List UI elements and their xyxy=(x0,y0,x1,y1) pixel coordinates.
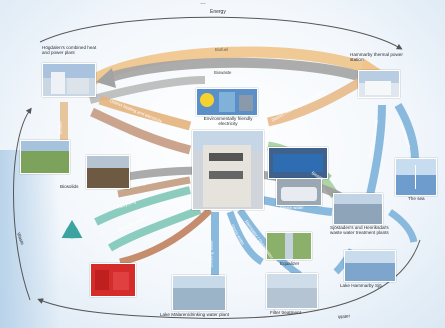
sjostaden-label: Sjöstaden's and Henriksdal's waste water… xyxy=(330,225,389,236)
equalizer-label: Equalizer xyxy=(280,261,300,266)
district-heating-arrow xyxy=(106,57,372,85)
energy-sources-photo xyxy=(196,88,258,116)
biogas-label: Biogas xyxy=(286,140,300,145)
car-photo xyxy=(276,178,322,206)
lake-malaren-photo xyxy=(172,275,226,311)
building-photo xyxy=(192,130,264,210)
the-sea-label: The sea xyxy=(408,196,425,201)
energy-label: Energy xyxy=(210,9,226,15)
recycling-bins-photo xyxy=(90,263,136,297)
top-partial-label: … xyxy=(200,0,206,6)
equalizer-photo xyxy=(266,232,312,260)
biosolids-photo xyxy=(86,155,130,189)
rust-arrow xyxy=(119,207,213,266)
combustible-waste-arrow xyxy=(90,107,192,155)
biofuel-top-label: Biofuel xyxy=(215,47,229,52)
hammarby-label: Hammarby thermal power station xyxy=(350,52,403,63)
biofuel-left-label: Biofuel xyxy=(57,121,63,135)
recycling-arrow-2 xyxy=(107,206,202,252)
waste-water-arrow xyxy=(261,196,333,216)
hogdalen-photo xyxy=(42,63,96,97)
lake-hammarby-label: Lake Hammarby Sjö xyxy=(340,283,382,288)
lake-hammarby-photo xyxy=(344,250,396,282)
filter-treatment-label: Filter treatment xyxy=(270,310,301,315)
lake-malaren-label: Lake Mälaren/drinking water plant xyxy=(160,312,229,317)
waste-water-label: Waste water xyxy=(280,205,304,210)
recycling-arrow-1 xyxy=(94,186,191,226)
sea-arrow xyxy=(388,209,418,243)
biowaste-arrow xyxy=(88,76,206,104)
biosolids-label: Biosolids xyxy=(60,184,79,189)
filter-photo xyxy=(266,273,318,309)
energy-outer-line xyxy=(39,16,403,50)
biowaste-label: Biowaste xyxy=(214,70,232,75)
drinking-water-label: Drinking water xyxy=(208,240,214,268)
field-photo xyxy=(20,140,70,174)
organic-waste-arrow xyxy=(117,176,191,198)
purified-water-arrow xyxy=(366,104,386,196)
district-heating-cooling-arrow xyxy=(267,78,363,127)
recycling-icon xyxy=(61,220,83,239)
hogdalen-label: Högdalen's combined heat and power plant xyxy=(42,45,97,56)
sea-photo xyxy=(395,158,437,196)
hammarby-photo xyxy=(358,70,400,98)
district-heating-right-arrow xyxy=(394,102,419,161)
storm-water-arrow-1 xyxy=(226,210,264,266)
waste-outer-line xyxy=(13,107,32,301)
sjostaden-photo xyxy=(333,193,383,225)
environmentally-friendly-label: Environmentally friendly electricity xyxy=(203,116,253,127)
district-heating-electricity-arrow xyxy=(98,95,192,131)
biofuel-arrow-top xyxy=(76,46,373,95)
